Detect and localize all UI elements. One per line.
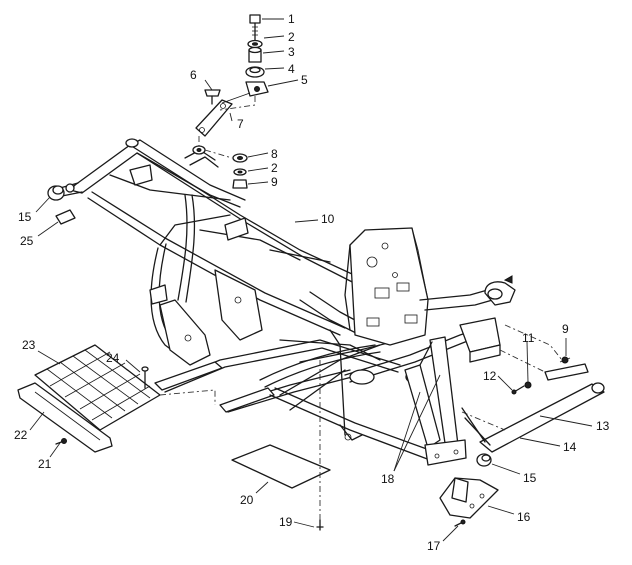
callout-2: 2 (288, 30, 295, 44)
callout-24: 24 (106, 351, 120, 365)
callout-23: 23 (22, 338, 36, 352)
callout-19: 19 (279, 515, 293, 529)
front-rack-parts (17, 344, 216, 453)
rear-axle-parts (461, 324, 605, 467)
callout-22: 22 (14, 428, 28, 442)
callout-17: 17 (427, 539, 441, 553)
callout-5: 5 (301, 73, 308, 87)
callout-25: 25 (20, 234, 34, 248)
main-frame (59, 138, 516, 466)
callout-14: 14 (563, 440, 577, 454)
callout-13: 13 (596, 419, 610, 433)
top-hardware-stack (192, 14, 269, 189)
callout-11: 11 (522, 331, 535, 345)
callout-10: 10 (321, 212, 335, 226)
callout-6: 6 (190, 68, 197, 82)
center-cover-parts (231, 360, 331, 531)
callout-3: 3 (288, 45, 295, 59)
callout-15-front: 15 (18, 210, 32, 224)
callout-16: 16 (517, 510, 531, 524)
callout-8: 8 (271, 147, 278, 161)
callout-7: 7 (237, 117, 244, 131)
callout-1: 1 (288, 12, 295, 26)
callout-9-rear: 9 (562, 322, 569, 336)
callout-18: 18 (381, 472, 395, 486)
callout-21: 21 (38, 457, 52, 471)
callout-9-upper: 9 (271, 175, 278, 189)
callout-2-lower: 2 (271, 161, 278, 175)
callout-15-rear: 15 (523, 471, 537, 485)
callout-12: 12 (483, 369, 497, 383)
callout-20: 20 (240, 493, 254, 507)
callout-labels: 1 2 3 4 5 6 7 8 2 9 10 15 25 9 11 12 13 … (14, 12, 610, 553)
skid-plate-parts (439, 477, 499, 527)
leader-lines (29, 18, 593, 542)
left-front-parts (47, 185, 76, 225)
callout-4: 4 (288, 62, 295, 76)
